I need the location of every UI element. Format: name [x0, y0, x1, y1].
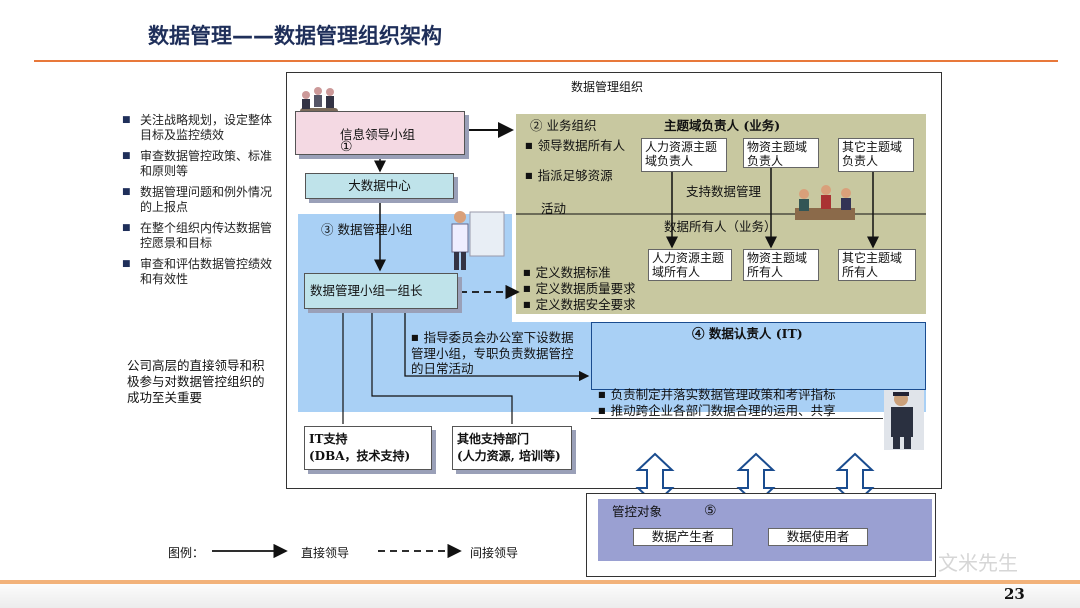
info-group-number: ①	[340, 139, 353, 155]
requirement-1: ■定义数据标准	[523, 265, 611, 280]
domain-head-hr: 人力资源主题域负责人	[641, 138, 727, 172]
legend-direct: 直接领导	[301, 546, 350, 560]
domain-head-other: 其它主题域负责人	[838, 138, 914, 172]
data-owner-hr: 人力资源主题域所有人	[648, 249, 732, 281]
data-consumer: 数据使用者	[768, 528, 868, 546]
data-producer: 数据产生者	[633, 528, 733, 546]
guidance-text: ■指导委员会办公室下设数据管理小组，专职负责数据管控的日常活动	[411, 330, 574, 376]
other-support-box: 其他支持部门 (人力资源, 培训等)	[452, 426, 572, 470]
page-number: 23	[1004, 585, 1025, 603]
requirement-3: ■定义数据安全要求	[523, 297, 636, 312]
footer-bar	[0, 580, 1080, 608]
presenter-person-icon	[451, 211, 505, 270]
other-support-line-2: (人力资源, 培训等)	[457, 449, 561, 463]
biz-org-title: ② 业务组织	[530, 118, 597, 133]
page-title: 数据管理——数据管理组织架构	[148, 24, 442, 48]
bullet-icon: ■	[598, 390, 606, 399]
big-data-center: 大数据中心	[305, 173, 454, 199]
it-support-line-2: (DBA，技术支持)	[309, 449, 411, 463]
dm-group-leader: 数据管理小组一组长	[304, 273, 458, 309]
support-data-management-label: 支持数据管理	[686, 184, 762, 199]
title-divider	[34, 60, 1058, 62]
list-item: 在整个组织内传达数据管控愿景和目标	[122, 221, 272, 251]
domain-head-materials: 物资主题域负责人	[743, 138, 819, 168]
info-leadership-group: 信息领导小组 ①	[295, 111, 465, 155]
bullet-icon: ■	[598, 406, 606, 415]
requirement-2: ■定义数据质量要求	[523, 281, 636, 296]
left-note: 公司高层的直接领导和积极参与对数据管控组织的成功至关重要	[127, 358, 265, 405]
other-support-line-1: 其他支持部门	[457, 432, 530, 446]
domain-head-title: 主题域负责人 (业务)	[664, 118, 781, 133]
control-objects-number: ⑤	[704, 503, 717, 519]
biz-bullet-2: ■指派足够资源	[525, 168, 613, 183]
diagram-title: 数据管理组织	[571, 80, 644, 94]
biz-bullet-1: ■领导数据所有人	[525, 138, 626, 153]
left-bullet-list: 关注战略规划，设定整体目标及监控绩效 审查数据管控政策、标准和原则等 数据管理问…	[122, 113, 272, 293]
bullet-icon: ■	[523, 284, 531, 293]
bullet-icon: ■	[525, 141, 533, 150]
it-support-box: IT支持 (DBA，技术支持)	[304, 426, 432, 470]
list-item: 审查和评估数据管控绩效和有效性	[122, 257, 272, 287]
bullet-icon: ■	[411, 333, 419, 342]
business-team-icon	[795, 185, 855, 220]
data-owner-materials: 物资主题域所有人	[743, 249, 819, 281]
it-owner-item-2: ■推动跨企业各部门数据合理的运用、共享	[598, 403, 836, 418]
it-support-line-1: IT支持	[309, 432, 348, 446]
watermark: 文米先生	[938, 551, 1018, 575]
data-owner-title: 数据所有人（业务）	[664, 219, 777, 234]
info-group-label: 信息领导小组	[340, 127, 416, 142]
list-item: 数据管理问题和例外情况的上报点	[122, 185, 272, 215]
list-item: 审查数据管控政策、标准和原则等	[122, 149, 272, 179]
data-owner-other: 其它主题域所有人	[838, 249, 916, 281]
biz-activity-label: 活动	[541, 201, 567, 216]
legend-label: 图例：	[168, 546, 205, 560]
it-owner-divider	[591, 418, 883, 419]
bullet-icon: ■	[523, 300, 531, 309]
security-guard-icon	[884, 388, 924, 450]
control-objects-title: 管控对象	[612, 504, 663, 519]
it-data-owner	[591, 322, 926, 390]
list-item: 关注战略规划，设定整体目标及监控绩效	[122, 113, 272, 143]
legend-indirect: 间接领导	[470, 546, 519, 560]
footer-accent	[0, 580, 1080, 584]
bullet-icon: ■	[525, 171, 533, 180]
it-owner-title: ④ 数据认责人 (IT)	[692, 326, 803, 341]
it-owner-item-1: ■负责制定并落实数据管理政策和考评指标	[598, 387, 836, 402]
bullet-icon: ■	[523, 268, 531, 277]
dm-group-title: ③ 数据管理小组	[321, 222, 413, 237]
